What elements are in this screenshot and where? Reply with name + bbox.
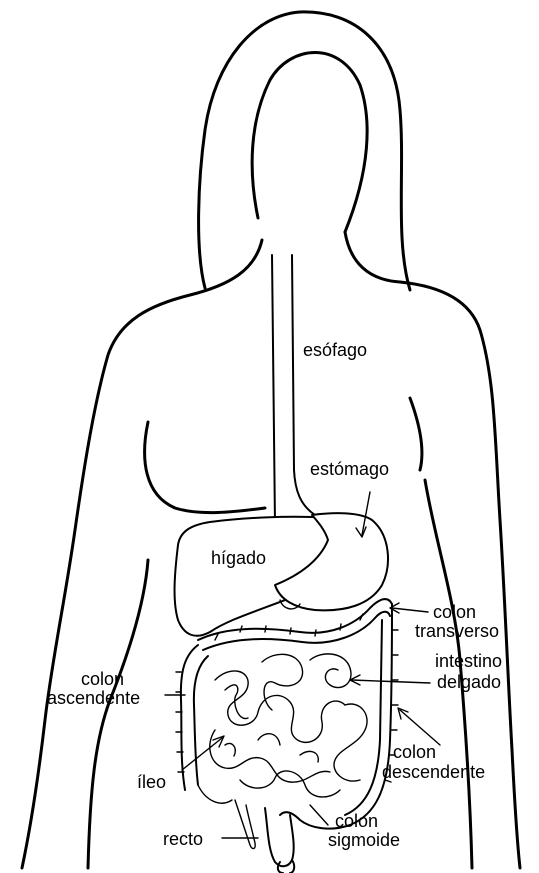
small-intestine xyxy=(198,654,367,803)
colon-sigmoide-pointer xyxy=(310,805,328,825)
right-breast xyxy=(410,398,422,470)
label-estomago: estómago xyxy=(310,459,389,479)
body-outline xyxy=(22,12,520,868)
left-breast xyxy=(145,422,265,513)
ileo-pointer xyxy=(182,738,222,770)
label-colon-sigmoide-1: colon xyxy=(335,811,378,831)
label-colon-ascendente-2: ascendente xyxy=(47,688,140,708)
appendix xyxy=(235,800,255,849)
left-waist xyxy=(88,560,148,868)
label-colon-sigmoide-2: sigmoide xyxy=(328,830,400,850)
label-colon-transverso-1: colon xyxy=(433,602,476,622)
label-colon-descendente-1: colon xyxy=(393,742,436,762)
face-outline xyxy=(252,53,367,233)
label-colon-ascendente-1: colon xyxy=(81,669,124,689)
label-ileo: íleo xyxy=(137,772,166,792)
label-higado: hígado xyxy=(211,548,266,568)
colon-descendente-pointer xyxy=(400,710,440,745)
label-intestino-delgado-1: intestino xyxy=(435,651,502,671)
descending-colon xyxy=(345,604,398,825)
label-esofago: esófago xyxy=(303,340,367,360)
ascending-colon xyxy=(176,645,208,790)
label-colon-transverso-2: transverso xyxy=(415,621,499,641)
label-recto: recto xyxy=(163,829,203,849)
esophagus xyxy=(272,255,315,525)
label-intestino-delgado-2: delgado xyxy=(437,672,501,692)
label-colon-descendente-2: descendente xyxy=(382,762,485,782)
